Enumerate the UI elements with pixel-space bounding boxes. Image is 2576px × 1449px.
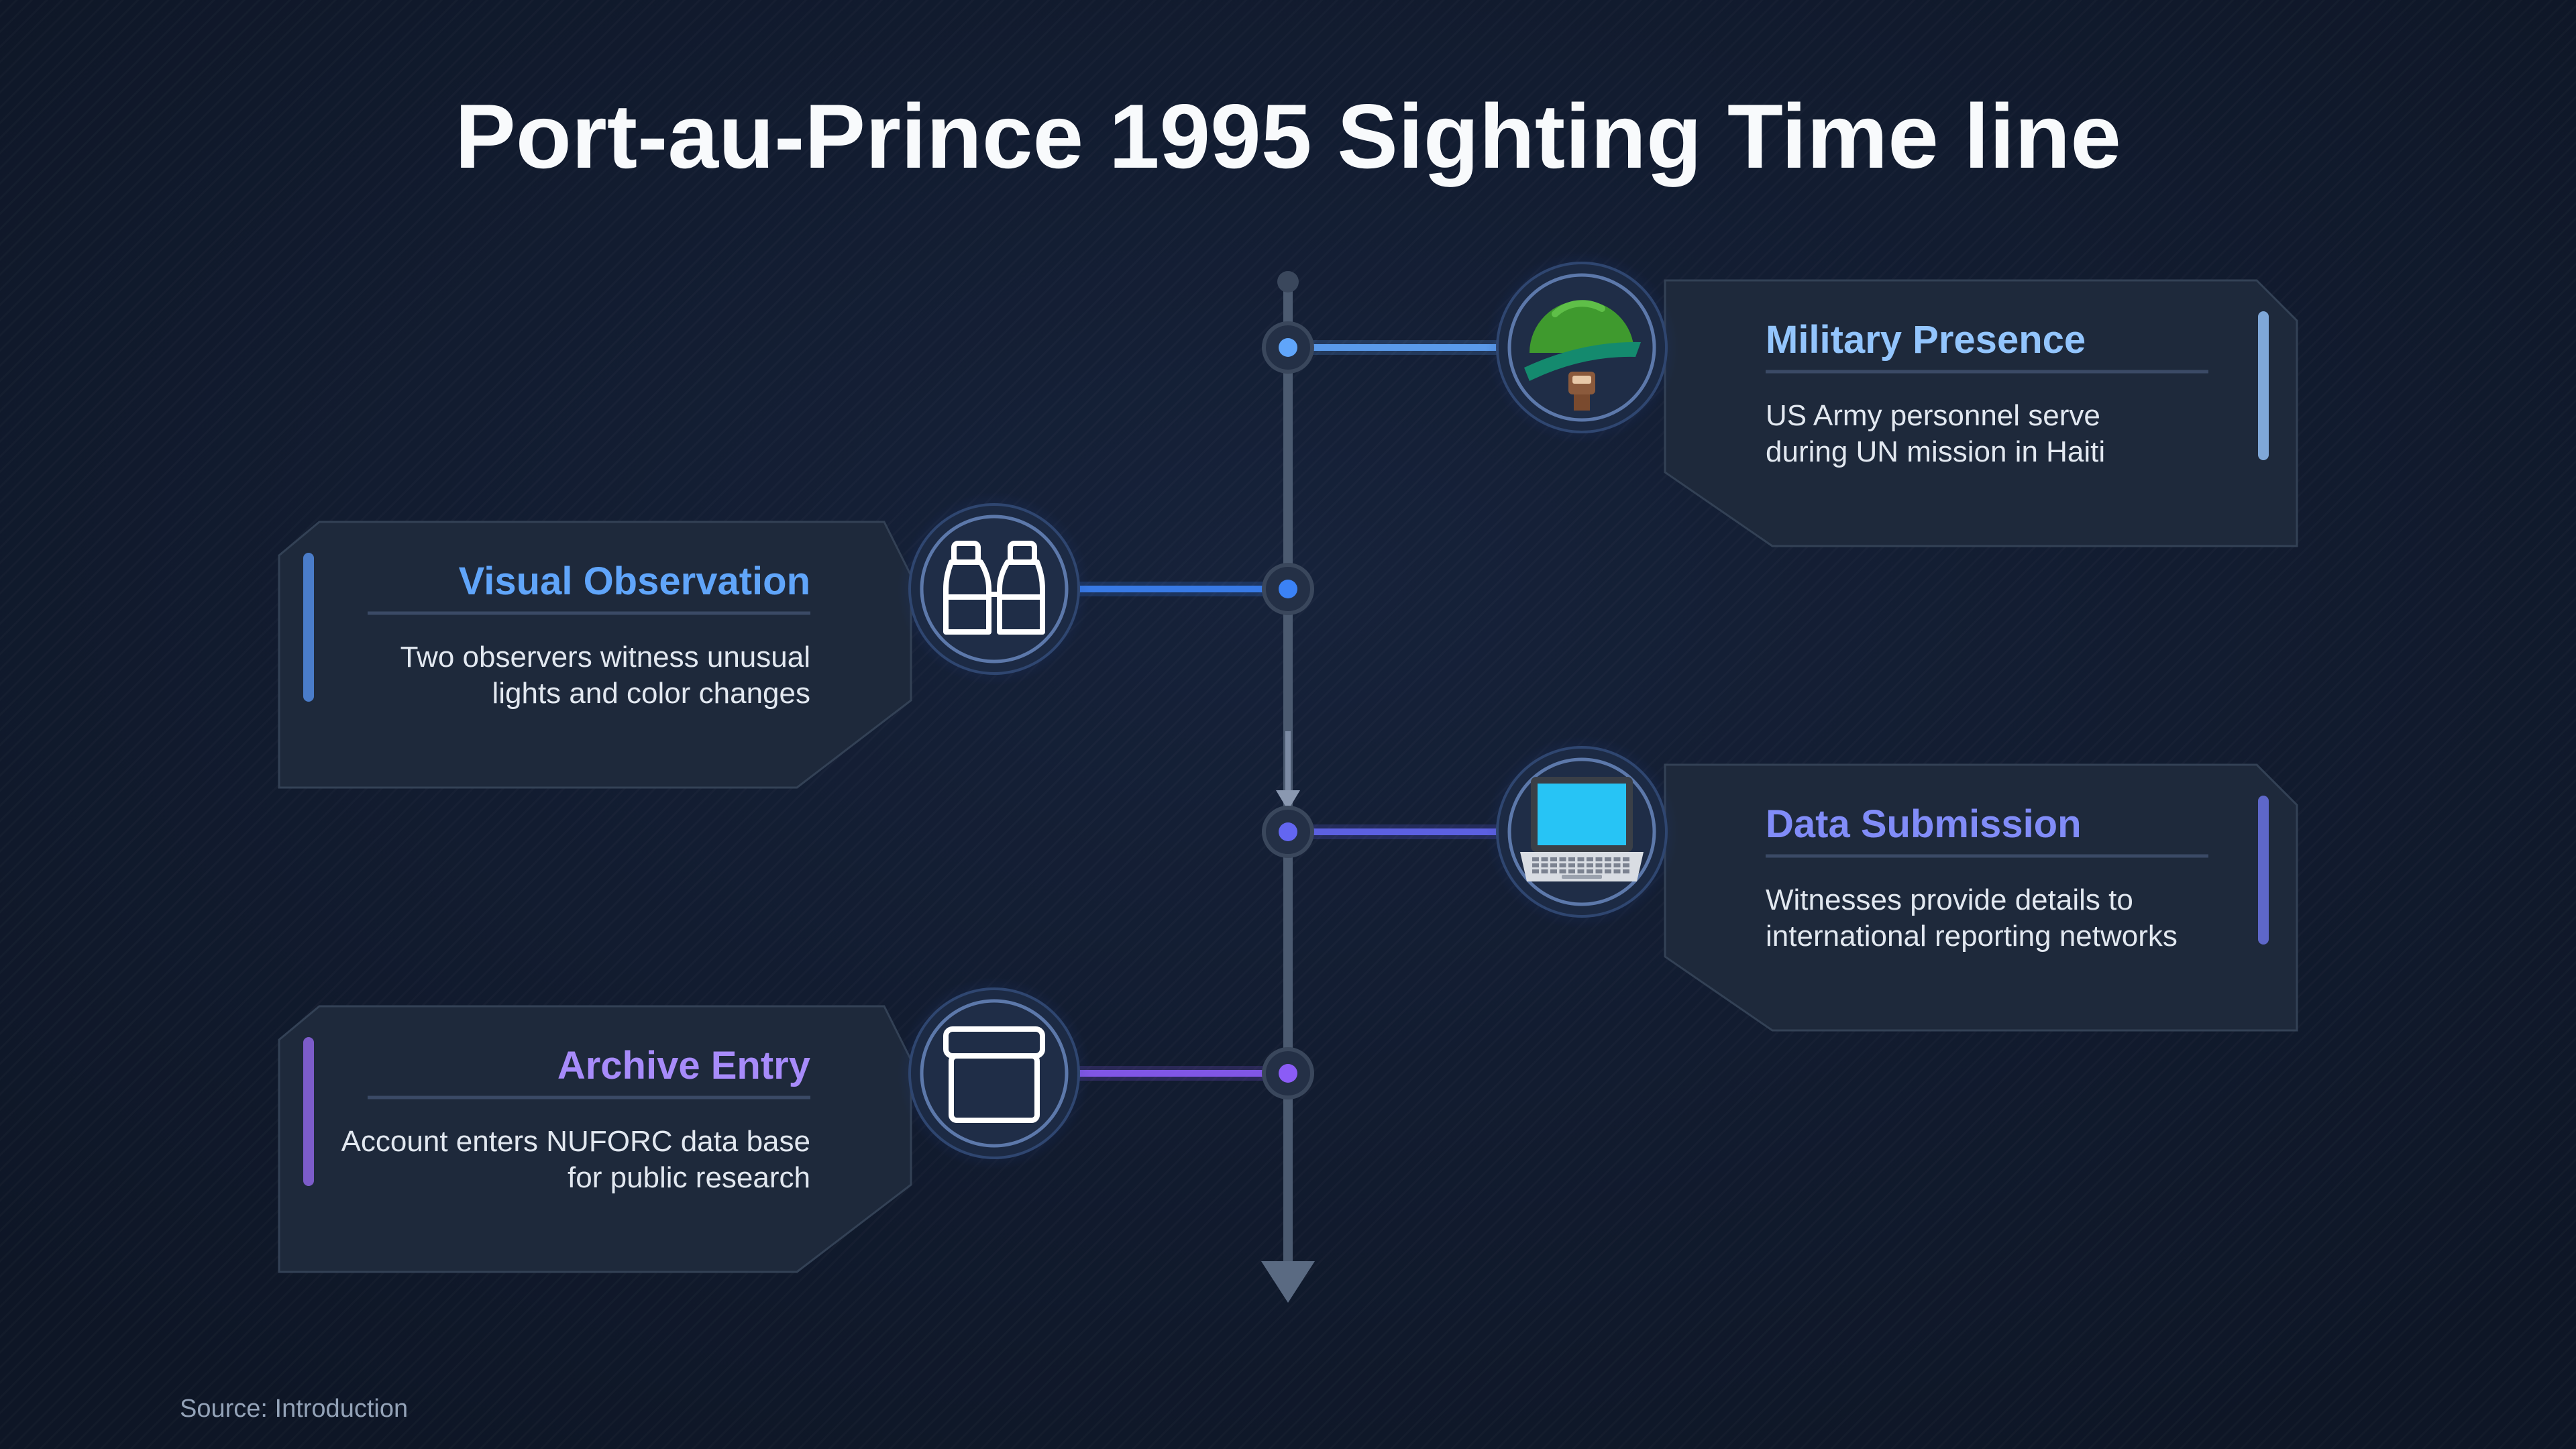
event-title: Visual Observation — [459, 559, 810, 603]
spine-mid-arrow-head — [1276, 790, 1300, 810]
archive-box-icon — [943, 1026, 1045, 1123]
event-description-line: lights and color changes — [492, 677, 810, 710]
spine-end-arrow — [1261, 1261, 1315, 1303]
timeline-node — [1279, 580, 1297, 598]
event-card — [1664, 279, 2298, 547]
event-description-line: during UN mission in Haiti — [1766, 435, 2105, 468]
timeline-spine-group — [1261, 271, 1315, 1303]
spine-start-cap — [1277, 271, 1299, 292]
source-note: Source: Introduction — [180, 1395, 408, 1423]
event-description-line: US Army personnel serve — [1766, 399, 2100, 432]
event-description-line: for public research — [568, 1161, 810, 1194]
event-description-line: Account enters NUFORC data base — [341, 1125, 810, 1158]
event-title: Data Submission — [1766, 802, 2082, 846]
event-card — [278, 521, 912, 789]
event-description-line: Witnesses provide details to — [1766, 883, 2133, 916]
timeline-event: Military Presence US Army personnel serve… — [1262, 251, 2298, 547]
military-helmet-icon — [1524, 300, 1641, 411]
event-accent-bar — [2258, 796, 2269, 945]
event-accent-bar — [303, 553, 314, 702]
event-description-line: international reporting networks — [1766, 920, 2178, 953]
timeline-node — [1279, 1064, 1297, 1083]
event-description-line: Two observers witness unusual — [400, 641, 810, 674]
binoculars-icon — [943, 541, 1045, 635]
event-accent-bar — [2258, 311, 2269, 460]
timeline-node — [1279, 338, 1297, 357]
event-card — [1664, 763, 2298, 1032]
page-title: Port-au-Prince 1995 Sighting Time line — [455, 85, 2121, 187]
icon-inner-ring — [920, 999, 1069, 1148]
icon-inner-ring — [920, 515, 1069, 663]
event-accent-bar — [303, 1037, 314, 1186]
event-card — [278, 1005, 912, 1273]
event-title: Military Presence — [1766, 318, 2086, 362]
event-title: Archive Entry — [557, 1044, 810, 1087]
timeline-events-group: Military Presence US Army personnel serve… — [278, 251, 2298, 1273]
laptop-icon — [1520, 777, 1644, 881]
timeline-node — [1279, 822, 1297, 841]
